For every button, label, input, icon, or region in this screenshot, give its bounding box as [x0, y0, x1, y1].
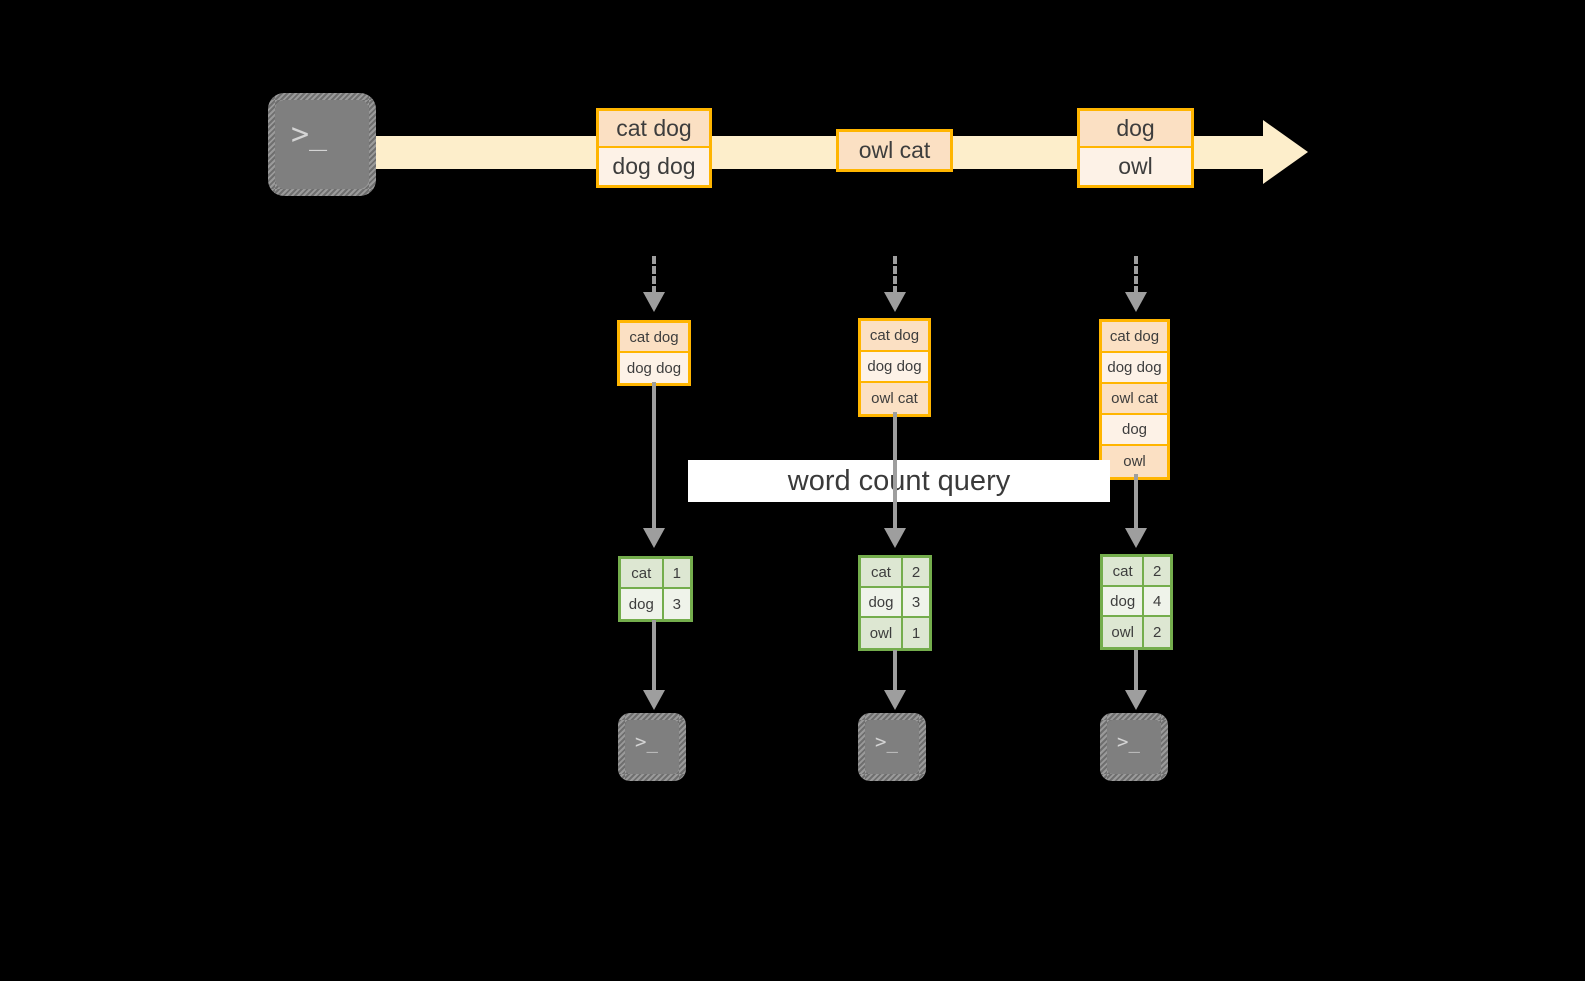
- table-row: dog 4: [1103, 587, 1170, 617]
- snapshot-3-result-table: cat 2 dog 4 owl 2: [1100, 554, 1173, 650]
- output-arrow-1-icon: [652, 620, 656, 692]
- dashed-down-arrow-icon: [893, 256, 897, 294]
- stream-line: cat dog: [599, 111, 709, 148]
- query-arrow-2-overlay-icon: [893, 460, 897, 530]
- result-word: dog: [1103, 587, 1145, 615]
- result-count: 2: [1144, 557, 1170, 585]
- terminal-screen: [275, 100, 369, 189]
- stream-line: dog: [1080, 111, 1191, 148]
- query-arrow-3-icon: [1134, 474, 1138, 530]
- snapshot-1-result-table: cat 1 dog 3: [618, 556, 693, 622]
- result-count: 1: [663, 559, 690, 587]
- stream-line: owl cat: [839, 132, 950, 169]
- result-word: cat: [861, 558, 903, 586]
- input-line: owl cat: [861, 383, 928, 414]
- result-count: 2: [902, 558, 929, 586]
- table-row: cat 2: [1103, 557, 1170, 587]
- sink-terminal-1-icon[interactable]: >_: [618, 713, 686, 781]
- result-count: 4: [1144, 587, 1170, 615]
- snapshot-2-input-stack: cat dog dog dog owl cat: [858, 318, 931, 417]
- input-line: dog: [1102, 415, 1167, 446]
- terminal-prompt: >_: [291, 117, 328, 152]
- table-row: dog 3: [621, 589, 690, 619]
- dashed-down-arrow-icon: [1134, 256, 1138, 294]
- output-arrow-2-icon: [893, 650, 897, 692]
- output-arrow-3-icon: [1134, 650, 1138, 692]
- result-word: cat: [621, 559, 664, 587]
- result-count: 3: [902, 588, 929, 616]
- sink-terminal-3-icon[interactable]: >_: [1100, 713, 1168, 781]
- query-label: word count query: [787, 464, 1011, 497]
- stream-group-3: dog owl: [1077, 108, 1194, 188]
- input-line: cat dog: [620, 323, 688, 353]
- result-word: cat: [1103, 557, 1145, 585]
- query-arrow-2-head-icon: [884, 528, 906, 548]
- source-terminal-icon[interactable]: >_: [268, 93, 376, 196]
- dashed-down-arrow-head-icon: [1125, 292, 1147, 312]
- result-word: owl: [861, 618, 903, 648]
- input-line: cat dog: [861, 321, 928, 352]
- sink-terminal-2-icon[interactable]: >_: [858, 713, 926, 781]
- snapshot-3-input-stack: cat dog dog dog owl cat dog owl: [1099, 319, 1170, 480]
- output-arrow-1-head-icon: [643, 690, 665, 710]
- output-arrow-2-head-icon: [884, 690, 906, 710]
- table-row: cat 1: [621, 559, 690, 589]
- right-arrow-icon: [1263, 120, 1308, 184]
- terminal-screen: [1107, 720, 1161, 774]
- input-line: dog dog: [1102, 353, 1167, 384]
- dashed-down-arrow-head-icon: [884, 292, 906, 312]
- input-line: owl cat: [1102, 384, 1167, 415]
- result-word: dog: [861, 588, 903, 616]
- input-line: dog dog: [861, 352, 928, 383]
- stream-line: dog dog: [599, 148, 709, 185]
- terminal-prompt: >_: [635, 731, 658, 753]
- stream-line: owl: [1080, 148, 1191, 185]
- terminal-screen: [865, 720, 919, 774]
- input-line: cat dog: [1102, 322, 1167, 353]
- result-count: 2: [1144, 617, 1170, 647]
- result-count: 1: [902, 618, 929, 648]
- stream-group-2: owl cat: [836, 129, 953, 172]
- table-row: owl 1: [861, 618, 929, 648]
- input-line: owl: [1102, 446, 1167, 477]
- terminal-prompt: >_: [1117, 731, 1140, 753]
- result-word: owl: [1103, 617, 1145, 647]
- output-arrow-3-head-icon: [1125, 690, 1147, 710]
- input-line: dog dog: [620, 353, 688, 383]
- query-arrow-3-head-icon: [1125, 528, 1147, 548]
- terminal-screen: [625, 720, 679, 774]
- stream-group-1: cat dog dog dog: [596, 108, 712, 188]
- snapshot-1-input-stack: cat dog dog dog: [617, 320, 691, 386]
- result-count: 3: [663, 589, 690, 619]
- query-label-band: [688, 460, 1110, 502]
- dashed-down-arrow-icon: [652, 256, 656, 294]
- terminal-prompt: >_: [875, 731, 898, 753]
- dashed-down-arrow-head-icon: [643, 292, 665, 312]
- table-row: cat 2: [861, 558, 929, 588]
- result-word: dog: [621, 589, 664, 619]
- query-arrow-1-icon: [652, 382, 656, 530]
- snapshot-2-result-table: cat 2 dog 3 owl 1: [858, 555, 932, 651]
- table-row: dog 3: [861, 588, 929, 618]
- table-row: owl 2: [1103, 617, 1170, 647]
- query-arrow-1-head-icon: [643, 528, 665, 548]
